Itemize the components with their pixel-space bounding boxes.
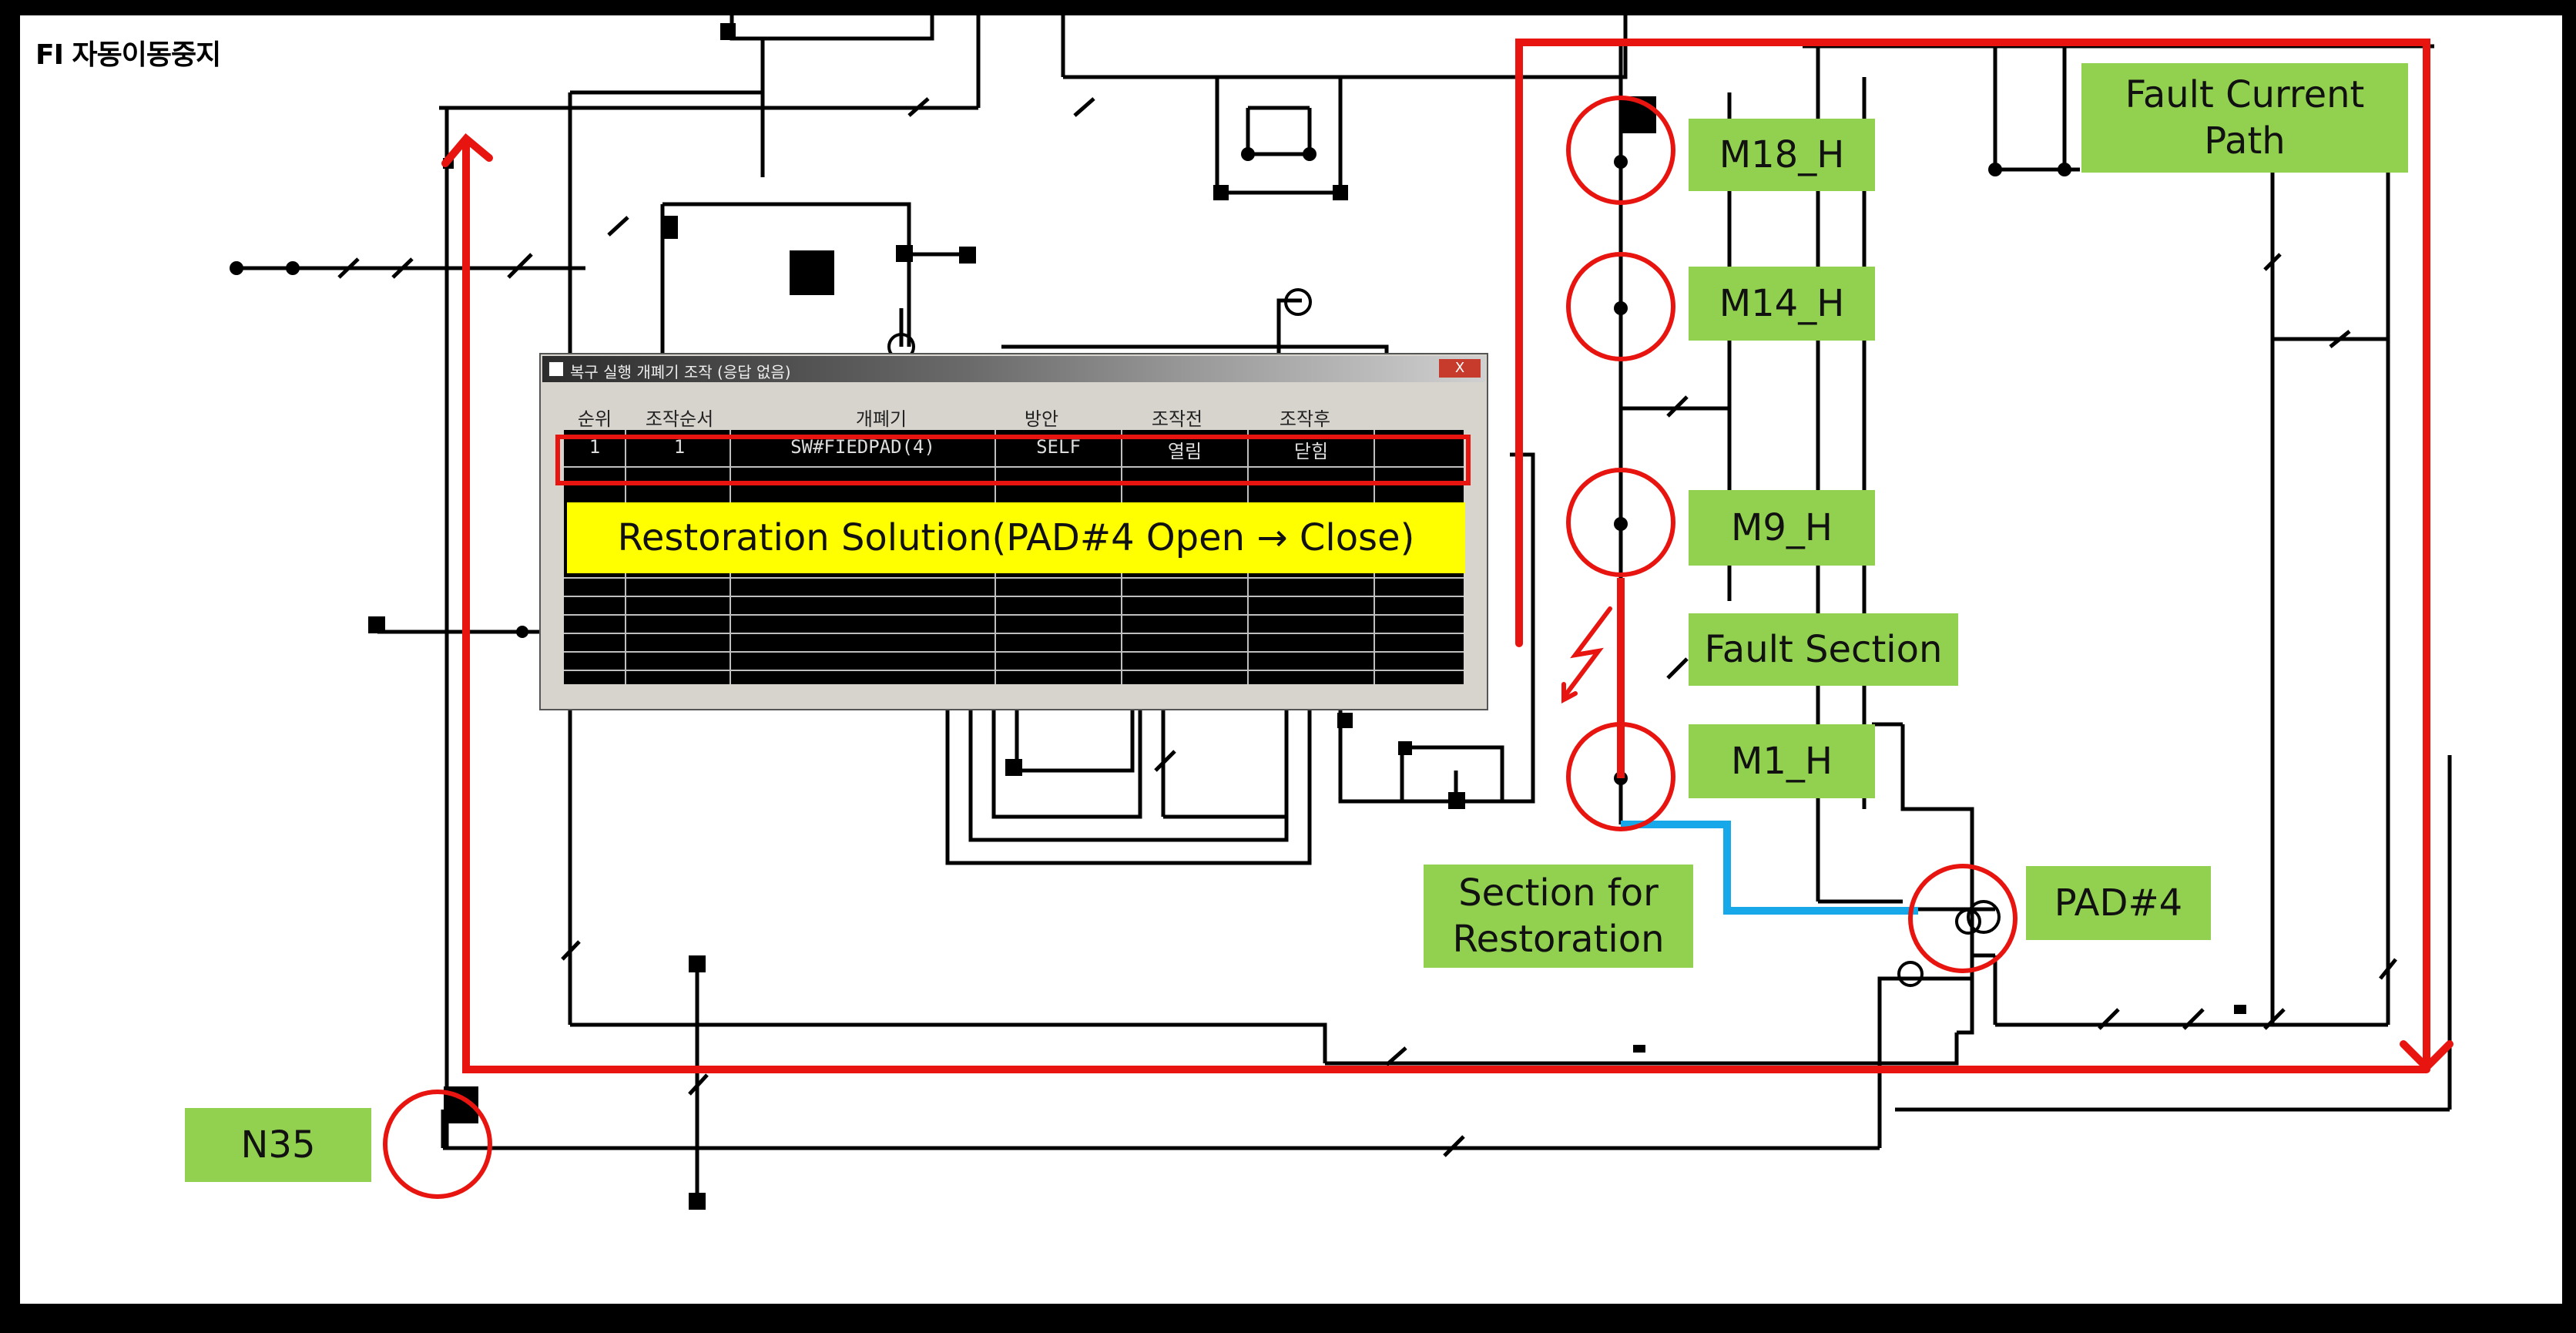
restoration-path [1621, 821, 1918, 915]
fault-arrow [1561, 606, 1612, 703]
cell-before: 열림 [1167, 441, 1202, 462]
label-m14: M14_H [1689, 267, 1875, 341]
restoration-solution-banner: Restoration Solution(PAD#4 Open → Close) [567, 502, 1465, 573]
col-order: 조작순서 [645, 408, 714, 430]
label-section-for-restoration: Section for Restoration [1424, 865, 1693, 968]
cell-rank: 1 [589, 436, 601, 458]
dialog-title: 복구 실행 개폐기 조작 (응답 없음) [570, 363, 791, 381]
fault-current-path [441, 39, 2454, 1073]
col-method: 방안 [1024, 408, 1059, 430]
col-rank: 순위 [577, 408, 612, 430]
app-icon [548, 361, 564, 377]
label-fault-section: Fault Section [1689, 613, 1958, 686]
label-m18: M18_H [1689, 119, 1875, 191]
cell-switch: SW#FIEDPAD(4) [790, 436, 935, 458]
cell-method: SELF [1036, 436, 1081, 458]
dialog-titlebar[interactable]: 복구 실행 개폐기 조작 (응답 없음) X [542, 356, 1485, 382]
table-header: 순위 조작순서 개폐기 방안 조작전 조작후 [564, 401, 1464, 430]
label-fault-current-path: Fault Current Path [2081, 63, 2408, 173]
label-m9: M9_H [1689, 490, 1875, 566]
label-m1: M1_H [1689, 724, 1875, 798]
label-pad4: PAD#4 [2026, 866, 2211, 940]
col-before: 조작전 [1151, 408, 1203, 430]
col-after: 조작후 [1279, 408, 1331, 430]
slash-switches [337, 97, 2397, 1157]
cell-after: 닫힘 [1293, 441, 1329, 462]
cell-order: 1 [673, 436, 686, 458]
col-switch: 개폐기 [855, 408, 907, 430]
close-button[interactable]: X [1439, 359, 1481, 378]
screen-title: FI 자동이동중지 [35, 39, 221, 71]
label-n35: N35 [185, 1108, 371, 1182]
measure-point-circles [383, 96, 2018, 1199]
